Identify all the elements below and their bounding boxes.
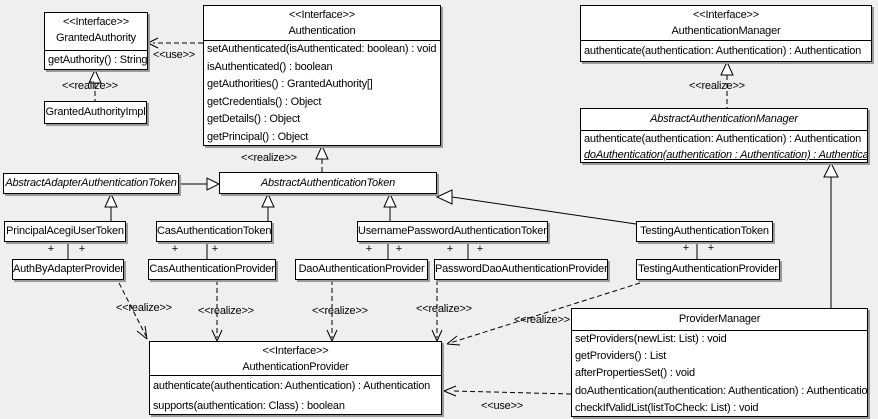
stereotype: <<Interface>> — [693, 9, 759, 21]
realize-arrow-grantedauthorityimpl — [88, 68, 102, 101]
method: isAuthenticated() : boolean — [207, 60, 333, 73]
realize-label: <<realize>> — [416, 303, 472, 315]
generalization-cas-token — [261, 192, 275, 221]
class-name: TestingAuthenticationToken — [640, 225, 769, 237]
class-name: CasAuthenticationProvider — [149, 263, 275, 275]
method: getDetails() : Object — [207, 113, 301, 126]
method: authenticate(authentication: Authenticat… — [584, 45, 862, 57]
method: getAuthorities() : GrantedAuthority[] — [207, 78, 373, 91]
stereotype: <<Interface>> — [262, 345, 329, 357]
generalization-usernamepassword-token — [383, 192, 397, 221]
method: getProviders() : List — [575, 350, 667, 363]
realize-label: <<realize>> — [689, 80, 745, 92]
class-cas-authentication-provider[interactable]: CasAuthenticationProvider — [148, 259, 276, 280]
class-abstract-authentication-manager[interactable]: AbstractAuthenticationManager authentica… — [580, 108, 868, 163]
use-arrow-providermanager — [443, 385, 572, 397]
method: authenticate(authentication: Authenticat… — [153, 380, 431, 392]
generalization-providermanager — [823, 161, 839, 308]
realize-arrow-passworddaoprovider — [431, 280, 443, 342]
class-name: GrantedAuthorityImpl — [45, 106, 146, 118]
method: supports(authentication: Class) : boolea… — [153, 400, 345, 412]
use-label: <<use>> — [153, 49, 196, 61]
class-title: <<Interface>> AuthenticationProvider — [150, 342, 441, 376]
class-name: AbstractAdapterAuthenticationToken — [5, 177, 177, 189]
class-title: <<Interface>> AuthenticationManager — [581, 6, 871, 41]
association-end-plus: + — [446, 243, 454, 255]
class-name: AbstractAuthenticationToken — [260, 177, 396, 189]
class-name: AbstractAuthenticationManager — [581, 109, 867, 131]
class-name: PrincipalAcegiUserToken — [6, 225, 124, 237]
class-name: PasswordDaoAuthenticationProvider — [435, 263, 608, 275]
class-name: Authentication — [288, 25, 356, 37]
association-end-plus: + — [78, 243, 86, 255]
method: getAuthority() : String — [48, 54, 147, 66]
class-authentication[interactable]: <<Interface>> Authentication setAuthenti… — [203, 5, 441, 146]
realize-label: <<realize>> — [241, 152, 297, 164]
realize-label: <<realize>> — [62, 80, 118, 92]
method: getCredentials() : Object — [207, 95, 322, 108]
class-password-dao-authentication-provider[interactable]: PasswordDaoAuthenticationProvider — [434, 259, 608, 280]
method: setProviders(newList: List) : void — [575, 333, 727, 345]
method: afterPropertiesSet() : void — [575, 367, 695, 380]
class-provider-manager[interactable]: ProviderManager setProviders(newList: Li… — [571, 308, 868, 417]
class-abstract-adapter-authentication-token[interactable]: AbstractAdapterAuthenticationToken — [3, 173, 179, 194]
class-name: AuthenticationProvider — [242, 361, 349, 373]
class-name: TestingAuthenticationProvider — [638, 263, 778, 275]
association-end-plus: + — [365, 243, 373, 255]
method: authenticate(authentication: Authenticat… — [584, 133, 862, 145]
class-title: <<Interface>> GrantedAuthority — [45, 13, 147, 51]
class-dao-authentication-provider[interactable]: DaoAuthenticationProvider — [295, 259, 428, 280]
class-username-password-authentication-token[interactable]: UsernamePasswordAuthenticationToken — [357, 221, 548, 242]
class-name: ProviderManager — [572, 309, 867, 331]
realize-arrow-authbyadapterprovider — [118, 282, 148, 340]
realize-arrow-casauthenticationprovider — [211, 280, 223, 342]
method: doAuthentication(authentication: Authent… — [575, 384, 867, 397]
method: checkIfValidList(listToCheck: List) : vo… — [575, 401, 759, 414]
association-end-plus: + — [707, 242, 715, 254]
method: getPrincipal() : Object — [207, 130, 309, 143]
association-end-plus: + — [682, 242, 690, 254]
class-name: AuthenticationManager — [671, 25, 781, 37]
realize-arrow-daoauthenticationprovider — [326, 280, 338, 342]
class-principal-acegi-user-token[interactable]: PrincipalAcegiUserToken — [4, 221, 126, 242]
stereotype: <<Interface>> — [289, 9, 355, 21]
realize-label: <<realize>> — [312, 305, 368, 317]
class-name: GrantedAuthority — [56, 32, 136, 44]
association-end-plus: + — [395, 243, 403, 255]
class-name: UsernamePasswordAuthenticationToken — [358, 225, 548, 237]
class-testing-authentication-token[interactable]: TestingAuthenticationToken — [636, 221, 773, 242]
realize-label: <<realize>> — [198, 305, 254, 317]
class-authentication-manager[interactable]: <<Interface>> AuthenticationManager auth… — [580, 5, 872, 62]
realize-arrow-abstractauthenticationtoken — [315, 144, 329, 172]
generalization-adapter-token — [179, 177, 221, 191]
association-end-plus: + — [47, 243, 55, 255]
use-arrow-authentication-to-grantedauthority — [147, 37, 203, 49]
use-label: <<use>> — [481, 400, 524, 412]
method: setAuthenticated(isAuthenticated: boolea… — [207, 43, 437, 55]
class-abstract-authentication-token[interactable]: AbstractAuthenticationToken — [219, 172, 437, 194]
association-end-plus: + — [171, 243, 179, 255]
association-end-plus: + — [476, 243, 484, 255]
class-testing-authentication-provider[interactable]: TestingAuthenticationProvider — [636, 259, 780, 280]
generalization-testing-token — [435, 189, 637, 225]
realize-label: <<realize>> — [116, 302, 172, 314]
class-name: CasAuthenticationToken — [157, 225, 272, 237]
class-auth-by-adapter-provider[interactable]: AuthByAdapterProvider — [12, 259, 124, 280]
association-end-plus: + — [211, 243, 219, 255]
method-abstract: doAuthentication(authentication : Authen… — [584, 149, 867, 161]
class-granted-authority[interactable]: <<Interface>> GrantedAuthority getAuthor… — [44, 12, 148, 70]
class-title: <<Interface>> Authentication — [204, 6, 440, 41]
generalization-principal-token — [104, 192, 118, 221]
class-name: DaoAuthenticationProvider — [298, 263, 425, 275]
realize-arrow-abstractauthenticationmanager — [720, 60, 734, 108]
class-cas-authentication-token[interactable]: CasAuthenticationToken — [156, 221, 272, 242]
stereotype: <<Interface>> — [63, 16, 129, 28]
class-name: AuthByAdapterProvider — [13, 263, 124, 275]
class-authentication-provider[interactable]: <<Interface>> AuthenticationProvider aut… — [149, 341, 442, 415]
realize-arrow-testingprovider — [446, 282, 641, 346]
realize-label: <<realize>> — [514, 314, 570, 326]
class-granted-authority-impl[interactable]: GrantedAuthorityImpl — [44, 101, 147, 124]
